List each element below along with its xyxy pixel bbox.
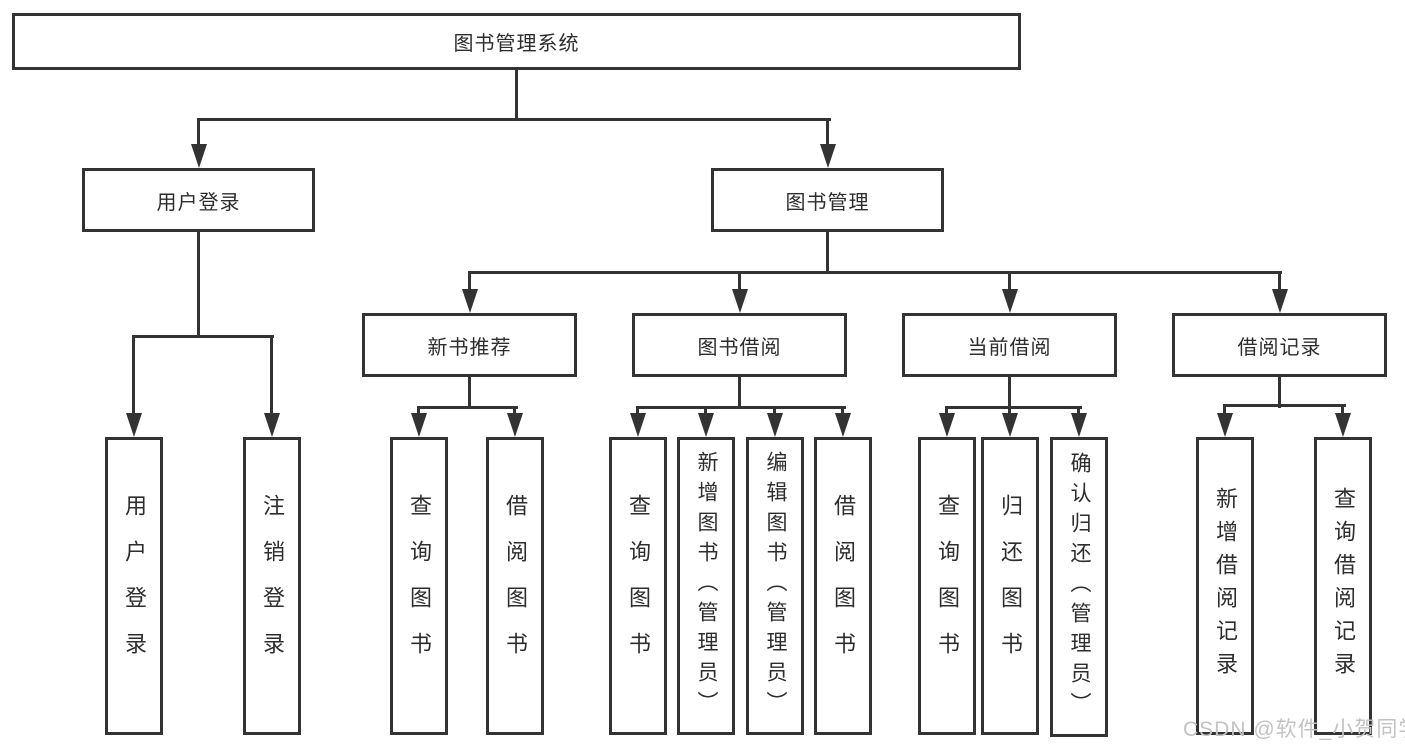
connector-root-rail bbox=[197, 118, 831, 121]
leaf-label: 确认归还（管理员） bbox=[1068, 452, 1091, 722]
connector-root-stem bbox=[515, 68, 518, 120]
node-label: 图书借阅 bbox=[697, 336, 782, 359]
connector-branch bbox=[513, 406, 516, 416]
arrowhead-down bbox=[462, 289, 478, 313]
connector-branch bbox=[1077, 406, 1080, 416]
leaf-current-return-books: 归还图书 bbox=[981, 437, 1039, 735]
connector-branch bbox=[1008, 271, 1011, 293]
arrowhead-down bbox=[264, 413, 280, 437]
node-new-book-recommendation: 新书推荐 bbox=[362, 313, 577, 377]
connector-borrow-stem bbox=[738, 377, 741, 408]
connector-branch bbox=[773, 406, 776, 416]
leaf-borrow-edit-books-admin: 编辑图书（管理员） bbox=[746, 437, 804, 735]
arrowhead-down bbox=[732, 289, 748, 313]
connector-branch bbox=[1278, 271, 1281, 293]
connector-branch bbox=[945, 406, 948, 416]
arrowhead-down bbox=[191, 144, 207, 168]
connector-branch bbox=[197, 118, 200, 148]
connector-branch bbox=[417, 406, 420, 416]
connector-newbook-rail bbox=[417, 406, 518, 409]
leaf-label: 归还图书 bbox=[998, 494, 1023, 678]
arrowhead-down bbox=[767, 413, 783, 437]
leaf-label: 新增图书（管理员） bbox=[695, 451, 718, 721]
leaf-label: 用户登录 bbox=[122, 494, 147, 678]
connector-current-stem bbox=[1008, 377, 1011, 408]
node-book-management: 图书管理 bbox=[711, 168, 944, 232]
leaf-label: 借阅图书 bbox=[831, 494, 856, 678]
node-book-borrowing: 图书借阅 bbox=[632, 313, 847, 377]
connector-borrow-rail bbox=[636, 406, 846, 409]
node-label: 用户登录 bbox=[156, 191, 241, 214]
connector-branch bbox=[826, 118, 829, 148]
arrowhead-down bbox=[835, 413, 851, 437]
leaf-current-confirm-return-admin: 确认归还（管理员） bbox=[1050, 437, 1108, 737]
leaf-label: 查询图书 bbox=[935, 494, 960, 678]
leaf-user-login: 用户登录 bbox=[105, 437, 163, 735]
node-current-borrowing: 当前借阅 bbox=[902, 313, 1117, 377]
csdn-watermark: CSDN @软件_小贺同学 bbox=[1183, 718, 1405, 741]
node-label: 当前借阅 bbox=[967, 336, 1052, 359]
leaf-current-query-books: 查询图书 bbox=[918, 437, 976, 735]
arrowhead-down bbox=[1002, 289, 1018, 313]
leaf-borrow-query-books: 查询图书 bbox=[609, 437, 667, 735]
connector-records-stem bbox=[1278, 377, 1281, 408]
connector-branch bbox=[1341, 404, 1344, 416]
arrowhead-down bbox=[411, 413, 427, 437]
arrowhead-down bbox=[126, 413, 142, 437]
connector-branch bbox=[1223, 404, 1226, 416]
connector-bookmgmt-stem bbox=[826, 232, 829, 274]
connector-branch bbox=[636, 406, 639, 416]
connector-branch bbox=[738, 271, 741, 293]
arrowhead-down bbox=[1272, 289, 1288, 313]
node-label: 图书管理 bbox=[785, 191, 870, 214]
leaf-newbook-query-books: 查询图书 bbox=[390, 437, 448, 735]
leaf-newbook-borrow-books: 借阅图书 bbox=[486, 437, 544, 735]
connector-branch bbox=[270, 335, 273, 415]
connector-branch bbox=[132, 335, 135, 415]
leaf-label: 新增借阅记录 bbox=[1213, 487, 1238, 685]
connector-records-rail bbox=[1223, 404, 1346, 407]
leaf-label: 查询借阅记录 bbox=[1331, 487, 1356, 685]
connector-branch bbox=[468, 271, 471, 293]
node-label: 图书管理系统 bbox=[453, 33, 580, 55]
connector-branch bbox=[841, 406, 844, 416]
connector-branch bbox=[704, 406, 707, 416]
arrowhead-down bbox=[1071, 413, 1087, 437]
arrowhead-down bbox=[939, 413, 955, 437]
arrowhead-down bbox=[1002, 413, 1018, 437]
arrowhead-down bbox=[507, 413, 523, 437]
connector-userlogin-rail bbox=[132, 335, 274, 338]
node-label: 新书推荐 bbox=[427, 336, 512, 359]
arrowhead-down bbox=[1217, 413, 1233, 437]
leaf-records-add-borrow-record: 新增借阅记录 bbox=[1196, 437, 1254, 735]
arrowhead-down bbox=[820, 144, 836, 168]
node-borrowing-records: 借阅记录 bbox=[1172, 313, 1387, 377]
leaf-label: 编辑图书（管理员） bbox=[764, 451, 787, 721]
connector-current-rail bbox=[945, 406, 1082, 409]
connector-newbook-stem bbox=[468, 377, 471, 408]
node-library-system: 图书管理系统 bbox=[12, 13, 1021, 70]
leaf-label: 查询图书 bbox=[407, 494, 432, 678]
arrowhead-down bbox=[698, 413, 714, 437]
connector-branch bbox=[1008, 406, 1011, 416]
connector-userlogin-stem bbox=[197, 232, 200, 337]
connector-bookmgmt-rail bbox=[468, 271, 1282, 274]
node-label: 借阅记录 bbox=[1237, 336, 1322, 359]
leaf-label: 注销登录 bbox=[260, 494, 285, 678]
leaf-borrow-add-books-admin: 新增图书（管理员） bbox=[677, 437, 735, 735]
leaf-borrow-borrow-books: 借阅图书 bbox=[814, 437, 872, 735]
leaf-label: 借阅图书 bbox=[503, 494, 528, 678]
leaf-logout-login: 注销登录 bbox=[243, 437, 301, 735]
leaf-records-query-borrow-record: 查询借阅记录 bbox=[1314, 437, 1372, 735]
node-user-login: 用户登录 bbox=[82, 168, 315, 232]
arrowhead-down bbox=[1335, 413, 1351, 437]
arrowhead-down bbox=[630, 413, 646, 437]
leaf-label: 查询图书 bbox=[626, 494, 651, 678]
